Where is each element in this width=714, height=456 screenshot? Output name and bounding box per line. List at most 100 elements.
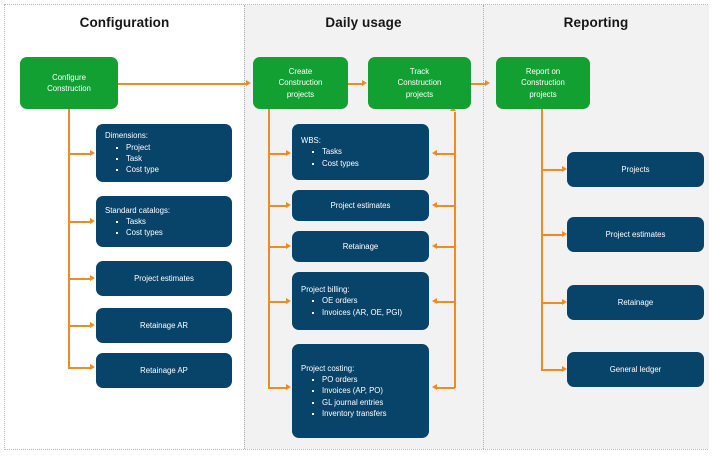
reporting-item-projects[interactable]: Projects — [567, 152, 704, 187]
connector-report-spine — [541, 109, 543, 369]
connector-daily-branch-4 — [268, 301, 286, 303]
daily-item-project-billing[interactable]: Project billing: OE orders Invoices (AR,… — [292, 272, 429, 330]
config-item-retainage-ap[interactable]: Retainage AP — [96, 353, 232, 388]
connector-config-branch-3 — [68, 278, 90, 280]
process-node-track-construction-projects[interactable]: Track Construction projects — [368, 57, 471, 109]
config-item-title: Retainage AP — [140, 365, 188, 375]
process-node-report-on-construction-projects[interactable]: Report on Construction projects — [496, 57, 590, 109]
connector-track-to-report — [471, 83, 485, 85]
daily-item-project-estimates[interactable]: Project estimates — [292, 190, 429, 221]
arrowhead-report-branch-3 — [562, 298, 567, 305]
bullet: OE orders — [312, 295, 402, 306]
arrowhead-track-to-report — [485, 79, 490, 86]
daily-item-title: Project estimates — [330, 200, 391, 210]
arrowhead-report-branch-2 — [562, 230, 567, 237]
config-item-bullets: Project Task Cost type — [105, 142, 159, 176]
daily-item-bullets: PO orders Invoices (AP, PO) GL journal e… — [301, 374, 387, 419]
arrowhead-track-collect-4 — [431, 297, 437, 304]
config-item-title: Standard catalogs: — [105, 205, 171, 215]
config-item-title: Retainage AR — [139, 320, 189, 330]
bullet: Tasks — [116, 216, 163, 227]
reporting-item-title: Project estimates — [605, 229, 666, 239]
process-node-label: Create Construction projects — [278, 67, 323, 99]
connector-report-branch-4 — [541, 369, 562, 371]
daily-item-title: WBS: — [301, 136, 321, 146]
daily-item-bullets: OE orders Invoices (AR, OE, PGI) — [301, 295, 402, 318]
reporting-item-title: Projects — [621, 164, 650, 174]
process-node-configure-construction[interactable]: Configure Construction — [20, 57, 118, 109]
config-item-title: Dimensions: — [105, 131, 148, 141]
arrowhead-config-branch-1 — [90, 149, 95, 156]
connector-config-spine — [68, 109, 70, 367]
bullet: Tasks — [312, 146, 359, 157]
bullet: Cost type — [116, 164, 159, 175]
arrowhead-track-collect-5 — [431, 383, 437, 390]
arrowhead-configure-to-create — [246, 79, 251, 86]
daily-item-title: Project costing: — [301, 363, 355, 373]
arrowhead-track-collect-2 — [431, 201, 437, 208]
connector-create-to-track — [348, 83, 362, 85]
process-node-label: Configure Construction — [47, 72, 91, 93]
column-divider-2 — [483, 5, 484, 449]
reporting-item-retainage[interactable]: Retainage — [567, 285, 704, 320]
config-item-standard-catalogs[interactable]: Standard catalogs: Tasks Cost types — [96, 196, 232, 247]
config-item-title: Project estimates — [134, 273, 194, 283]
connector-track-collect-4 — [437, 301, 455, 303]
daily-item-wbs[interactable]: WBS: Tasks Cost types — [292, 124, 429, 180]
bullet: Cost types — [116, 227, 163, 238]
reporting-item-title: Retainage — [617, 297, 654, 307]
column-title-daily-usage: Daily usage — [325, 15, 402, 30]
connector-config-branch-1 — [68, 153, 90, 155]
reporting-item-general-ledger[interactable]: General ledger — [567, 352, 704, 387]
bullet: GL journal entries — [312, 397, 387, 408]
arrowhead-config-branch-5 — [90, 363, 95, 370]
connector-daily-branch-1 — [268, 153, 286, 155]
arrowhead-create-to-track — [362, 79, 367, 86]
bullet: Cost types — [312, 158, 359, 169]
arrowhead-report-branch-1 — [562, 165, 567, 172]
bullet: PO orders — [312, 374, 387, 385]
daily-item-retainage[interactable]: Retainage — [292, 231, 429, 262]
config-item-retainage-ar[interactable]: Retainage AR — [96, 308, 232, 343]
daily-item-bullets: Tasks Cost types — [301, 146, 359, 169]
connector-daily-branch-2 — [268, 205, 286, 207]
config-item-dimensions[interactable]: Dimensions: Project Task Cost type — [96, 124, 232, 182]
reporting-item-project-estimates[interactable]: Project estimates — [567, 217, 704, 252]
arrowhead-report-branch-4 — [562, 365, 567, 372]
connector-report-branch-1 — [541, 169, 562, 171]
connector-track-collect-3 — [437, 246, 455, 248]
arrowhead-daily-branch-2 — [286, 201, 291, 208]
arrowhead-daily-branch-3 — [286, 242, 291, 249]
connector-config-branch-2 — [68, 221, 90, 223]
bullet: Project — [116, 142, 159, 153]
connector-report-branch-2 — [541, 234, 562, 236]
connector-track-collect-5 — [437, 387, 455, 389]
connector-daily-branch-5 — [268, 387, 286, 389]
connector-track-collect-2 — [437, 205, 455, 207]
arrowhead-config-branch-2 — [90, 217, 95, 224]
column-divider-1 — [244, 5, 245, 449]
connector-track-collect-1 — [437, 153, 455, 155]
daily-item-project-costing[interactable]: Project costing: PO orders Invoices (AP,… — [292, 344, 429, 438]
connector-config-branch-4 — [68, 325, 90, 327]
bullet: Inventory transfers — [312, 408, 387, 419]
bullet: Task — [116, 153, 159, 164]
process-node-label: Report on Construction projects — [521, 67, 565, 99]
arrowhead-daily-branch-1 — [286, 149, 291, 156]
arrowhead-config-branch-3 — [90, 274, 95, 281]
arrowhead-track-collect-1 — [431, 149, 437, 156]
connector-daily-spine — [268, 109, 270, 388]
config-item-bullets: Tasks Cost types — [105, 216, 163, 239]
process-node-create-construction-projects[interactable]: Create Construction projects — [253, 57, 348, 109]
bullet: Invoices (AR, OE, PGI) — [312, 307, 402, 318]
daily-item-title: Retainage — [342, 241, 379, 251]
process-node-label: Track Construction projects — [397, 67, 442, 99]
arrowhead-config-branch-4 — [90, 321, 95, 328]
daily-item-title: Project billing: — [301, 285, 350, 295]
column-title-reporting: Reporting — [563, 15, 629, 30]
arrowhead-daily-branch-4 — [286, 297, 291, 304]
config-item-project-estimates[interactable]: Project estimates — [96, 261, 232, 296]
arrowhead-daily-branch-5 — [286, 383, 291, 390]
connector-configure-to-create — [118, 83, 246, 85]
arrowhead-track-collect-3 — [431, 242, 437, 249]
